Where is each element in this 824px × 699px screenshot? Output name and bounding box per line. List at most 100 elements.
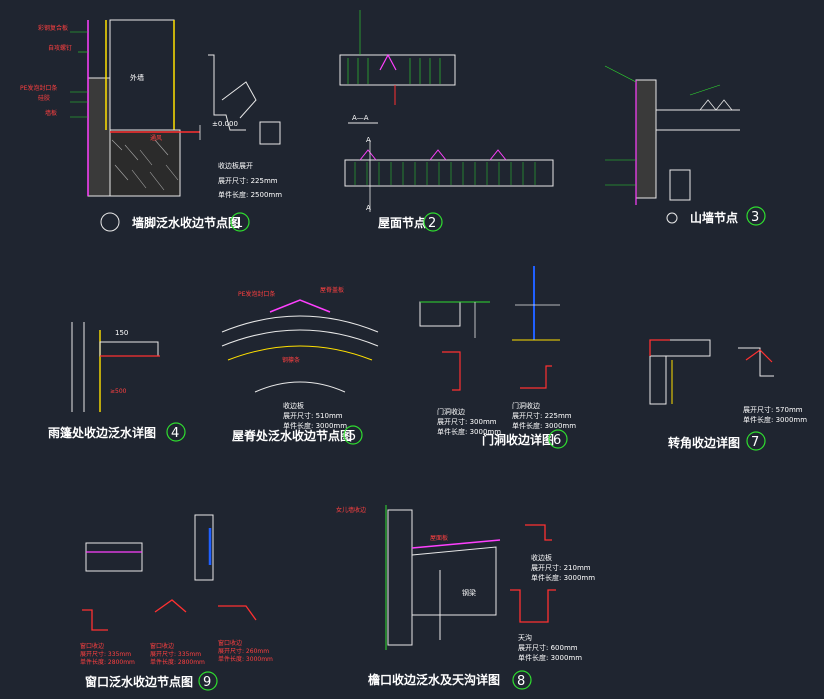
ridge-label-pe: PE发泡封口条 (238, 290, 275, 298)
eave-label-roof: 屋面板 (430, 534, 448, 542)
label-silicone: 硅胶 (38, 94, 50, 102)
spec-8b-line-1: 天沟 (518, 633, 532, 642)
window-flashing-a (82, 609, 108, 631)
detail-9-title: 窗口泛水收边节点图 (85, 674, 193, 689)
detail-3-gable-node: 山墙节点 3 (604, 65, 766, 226)
detail-8-title: 檐口收边泛水及天沟详图 (368, 672, 500, 687)
detail-2-title: 屋面节点 (378, 215, 426, 230)
spec-8a-line-3: 单件长度: 3000mm (531, 573, 595, 582)
ridge-roof-bottom (221, 329, 379, 347)
gable-wall-panel (635, 79, 657, 199)
section-label-aa: A—A (352, 114, 369, 122)
ridge-label-cap: 屋脊盖板 (320, 286, 344, 294)
spec-1-line-3: 单件长度: 2500mm (218, 190, 282, 199)
spec-9b-line-1: 窗口收边 (150, 642, 174, 650)
window-head-section (85, 542, 143, 572)
ridge-purlin (227, 345, 373, 361)
spec-7-line-1: 展开尺寸: 570mm (743, 405, 803, 414)
label-elevation: ±0.000 (212, 120, 238, 128)
label-panel: 彩钢复合板 (38, 24, 68, 32)
detail-7-number: 7 (751, 435, 759, 450)
spec-6b-line-3: 单件长度: 3000mm (512, 421, 576, 430)
label-pe-foam: PE发泡封口条 (20, 84, 57, 92)
spec-9b-line-2: 展开尺寸: 335mm (150, 650, 201, 658)
spec-9c-line-2: 展开尺寸: 260mm (218, 647, 269, 655)
spec-8a-line-1: 收边板 (531, 553, 552, 562)
spec-5-line-3: 单件长度: 3000mm (283, 421, 347, 430)
spec-5-line-1: 收边板 (283, 401, 304, 410)
spec-9c-line-1: 窗口收边 (218, 639, 242, 647)
detail-9-number: 9 (203, 675, 211, 690)
flashing-section-box (259, 121, 281, 145)
corner-panel-side (649, 355, 667, 405)
spec-1-line-2: 展开尺寸: 225mm (218, 176, 278, 185)
detail-2-roof-node: A—A A A 屋面节点 2 (339, 10, 554, 232)
detail-5-number: 5 (348, 429, 356, 444)
section-marker-circle (100, 212, 120, 232)
detail-5-ridge-flashing: PE发泡封口条 屋脊盖板 钢檩条 收边板 展开尺寸: 510mm 单件长度: 3… (221, 286, 379, 445)
spec-9c-line-3: 单件长度: 3000mm (218, 655, 273, 663)
eave-roof-top (411, 539, 501, 549)
spec-9a-line-2: 展开尺寸: 335mm (80, 650, 131, 658)
spec-6a-line-2: 展开尺寸: 300mm (437, 417, 497, 426)
roof-section-a (339, 54, 456, 86)
spec-5-line-2: 展开尺寸: 510mm (283, 411, 343, 420)
spec-8a-line-2: 展开尺寸: 210mm (531, 563, 591, 572)
roof-seam (379, 53, 397, 71)
ridge-cap-profile (254, 381, 346, 393)
detail-5-number-circle (343, 425, 363, 445)
window-jamb-section (194, 514, 214, 581)
detail-6-title: 门洞收边详图 (482, 432, 554, 447)
detail-1-title: 墙脚泛水收边节点图 (132, 215, 240, 230)
roof-section-b (344, 159, 554, 187)
label-vent: 通风 (150, 134, 162, 142)
door-flashing-a (442, 351, 461, 391)
detail-3-number: 3 (751, 210, 759, 225)
gable-column (669, 169, 691, 201)
roof-section-a-ribs (347, 58, 441, 84)
label-wallboard: 墙板 (45, 109, 57, 117)
detail-1-number-circle (230, 212, 250, 232)
spec-1-line-1: 收边板展开 (218, 161, 253, 170)
leader-lines-3 (604, 65, 721, 186)
cut-label-top: A (366, 136, 371, 144)
detail-3-title: 山墙节点 (690, 210, 738, 225)
spec-9a-line-1: 窗口收边 (80, 642, 104, 650)
corner-section (738, 347, 774, 377)
detail-7-corner-trim: 展开尺寸: 570mm 单件长度: 3000mm 转角收边详图 7 (649, 339, 807, 451)
roof-section-b-ribs (354, 162, 536, 185)
detail-2-number: 2 (428, 216, 436, 231)
detail-8-eave-gutter: 女儿墙收边 屋面板 钢梁 收边板 展开尺寸: 210mm 单件长度: 3000m… (336, 505, 595, 690)
detail-7-number-circle (746, 431, 766, 451)
eave-label-parapet: 女儿墙收边 (336, 506, 366, 514)
spec-6a-line-3: 单件长度: 3000mm (437, 427, 501, 436)
eave-roof-block (411, 546, 497, 616)
detail-3-number-circle (746, 206, 766, 226)
detail-6-number-circle (548, 429, 568, 449)
detail-8-number-circle (512, 670, 532, 690)
window-flashing-c (218, 605, 257, 621)
label-screw: 自攻螺钉 (48, 44, 72, 52)
roof-seam-b1 (359, 149, 377, 161)
detail-9-window-flashing: 窗口收边 展开尺寸: 335mm 单件长度: 2800mm 窗口收边 展开尺寸:… (80, 514, 273, 691)
detail-2-number-circle (423, 212, 443, 232)
detail-4-number: 4 (171, 426, 179, 441)
detail-1-number: 1 (235, 216, 243, 231)
spec-8b-line-2: 展开尺寸: 600mm (518, 643, 578, 652)
spec-9b-line-3: 单件长度: 2800mm (150, 658, 205, 666)
label-outer-wall: 外墙 (130, 73, 144, 82)
cut-label-bottom: A (366, 204, 371, 212)
detail-1-wall-base-flashing: 彩钢复合板 自攻螺钉 PE发泡封口条 硅胶 墙板 外墙 通风 ±0.000 收边… (20, 19, 282, 232)
corner-flashing-b (745, 349, 773, 363)
roof-seam-b2 (429, 149, 447, 161)
eave-label-beam: 钢梁 (462, 588, 476, 597)
spec-7-line-2: 单件长度: 3000mm (743, 415, 807, 424)
spec-6a-line-1: 门洞收边 (437, 407, 465, 416)
spec-9a-line-3: 单件长度: 2800mm (80, 658, 135, 666)
window-flashing-b (154, 599, 187, 613)
concrete-hatch (111, 139, 179, 191)
door-flashing-b (520, 365, 552, 389)
gable-roof-ribs (699, 99, 733, 111)
leader-lines-1 (70, 31, 88, 118)
